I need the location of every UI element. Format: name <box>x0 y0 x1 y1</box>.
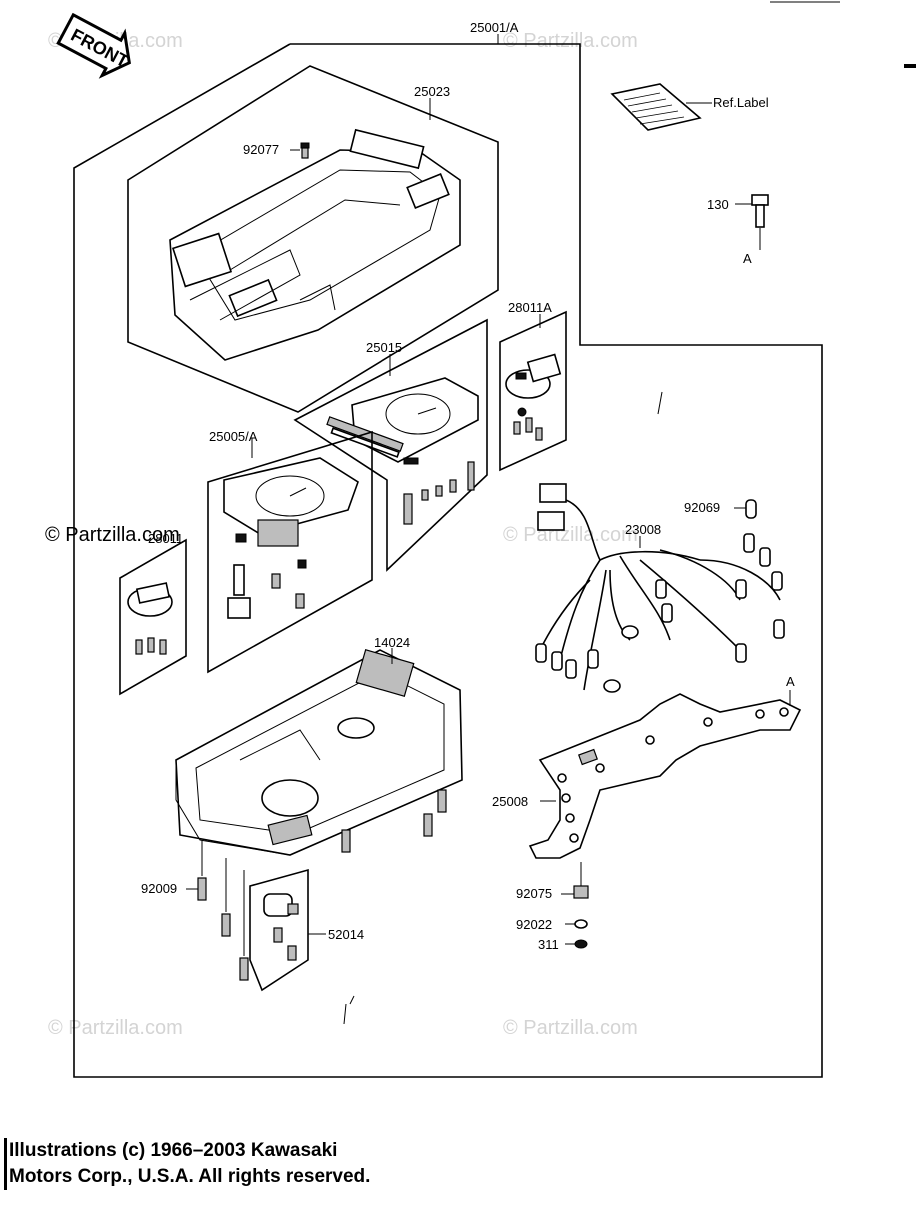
sensor-group-box <box>499 310 567 472</box>
part-label-25023: 25023 <box>414 84 450 99</box>
part-label-23008: 23008 <box>625 522 661 537</box>
copyright-line-1: Illustrations (c) 1966–2003 Kawasaki <box>9 1140 338 1161</box>
bulb-socket-group <box>535 533 785 679</box>
part-label-25001a: 25001/A <box>470 20 519 35</box>
part-label-ref-label: Ref.Label <box>713 95 769 110</box>
watermark: © Partzilla.com <box>45 524 180 546</box>
ref-marker-a-lower: A <box>786 674 795 689</box>
bracket-25008-shape <box>528 693 802 859</box>
part-label-92069: 92069 <box>684 500 720 515</box>
washer-92022 <box>565 919 588 929</box>
reference-label-sheet <box>610 83 712 131</box>
sensor-52014-group-box <box>249 868 309 992</box>
watermark: © Partzilla.com <box>503 30 638 52</box>
ref-marker-a-upper: A <box>743 251 752 266</box>
front-arrow-badge: FRONT <box>56 12 132 79</box>
bolt-130 <box>735 194 769 250</box>
watermark: © Partzilla.com <box>48 1017 183 1039</box>
sensor-52014-shape <box>263 893 299 961</box>
edge-mark <box>904 64 916 68</box>
screw-92077 <box>290 142 310 159</box>
part-label-25008: 25008 <box>492 794 528 809</box>
assembly-boundary <box>73 43 823 1078</box>
nut-92075 <box>573 862 589 899</box>
copyright-notice: Illustrations (c) 1966–2003 Kawasaki Mot… <box>4 1138 370 1190</box>
part-label-311: 311 <box>538 937 559 952</box>
sensor-28011-left-shape <box>127 582 173 655</box>
copyright-line-2: Motors Corp., U.S.A. All rights reserved… <box>9 1166 371 1187</box>
watermark: © Partzilla.com <box>503 1017 638 1039</box>
cover-group-box <box>127 65 499 413</box>
stray-mark <box>657 391 663 415</box>
meter-cover-shape <box>169 128 461 361</box>
stray-mark <box>349 995 355 1005</box>
part-label-28011-left: 28011 <box>148 531 183 546</box>
part-label-130: 130 <box>707 197 729 212</box>
part-label-14024: 14024 <box>374 635 410 650</box>
part-label-25005a: 25005/A <box>209 429 258 444</box>
part-label-92077: 92077 <box>243 142 279 157</box>
wiring-harness-23008-shape <box>535 483 785 693</box>
part-label-92009: 92009 <box>141 881 177 896</box>
bulb-92069 <box>734 499 757 519</box>
tachometer-25015-shape <box>326 377 479 525</box>
case-screws <box>197 789 447 981</box>
speedometer-25005a-shape <box>223 457 359 619</box>
part-label-92075: 92075 <box>516 886 552 901</box>
meter-case-14024-shape <box>175 649 463 856</box>
left-sensor-group-box <box>119 538 187 696</box>
part-label-25015: 25015 <box>366 340 402 355</box>
part-label-92022: 92022 <box>516 917 552 932</box>
watermark: © Partzilla.com <box>503 524 638 546</box>
part-label-28011a: 28011A <box>508 300 552 315</box>
speedo-group-box <box>207 430 373 674</box>
part-label-52014: 52014 <box>328 927 364 942</box>
sensor-28011a-shape <box>505 353 562 441</box>
stray-mark <box>343 1003 347 1025</box>
nut-311 <box>565 939 588 949</box>
